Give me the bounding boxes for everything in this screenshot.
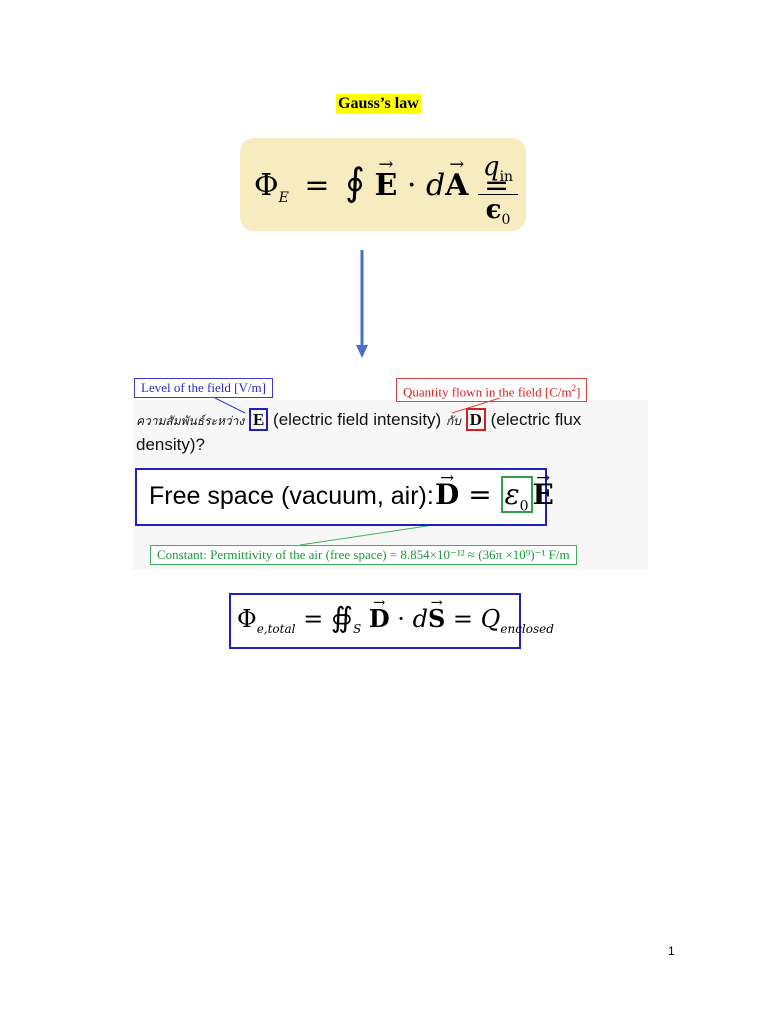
flux-symbol: Φ (254, 168, 279, 203)
gauss-law-equation: ΦE = ∮ →E · d→A = (254, 154, 510, 206)
epsilon-subscript: 0 (501, 212, 511, 229)
equals-sign: = (303, 605, 324, 633)
gauss-law-equation-box: ΦE = ∮ →E · d→A = qin ϵ0 (240, 138, 526, 231)
flux-density-d: D (435, 478, 460, 511)
charge-q: q (482, 152, 500, 182)
callout-field-level: Level of the field [V/m] (134, 378, 273, 398)
charge-subscript: enclosed (500, 621, 554, 636)
charge-subscript: in (499, 169, 514, 186)
relationship-question: ความสัมพันธ์ระหว่าง E (electric field in… (136, 408, 636, 457)
fraction: qin ϵ0 (478, 152, 518, 235)
field-vector-e: E (532, 478, 554, 511)
dot-operator: · (406, 168, 417, 203)
thai-prefix: ความสัมพันธ์ระหว่าง (136, 414, 245, 428)
differential-d: d (425, 168, 446, 203)
boxed-d-vector: D (465, 408, 486, 431)
epsilon-symbol: ε (504, 478, 520, 511)
area-vector-a: A (445, 168, 469, 203)
boxed-epsilon-zero: ε0 (500, 476, 533, 515)
down-arrow-icon (356, 250, 368, 358)
charge-q: Q (480, 605, 501, 633)
callout-quantity-text: Quantity flown in the field [C/m (403, 384, 572, 400)
closed-integral-symbol: ∮ (345, 160, 365, 204)
thai-conjunction: กับ (445, 414, 461, 428)
page-number: 1 (668, 944, 675, 958)
free-space-equation-box: Free space (vacuum, air): →D = ε0→E (135, 468, 554, 526)
free-space-equation: →D = ε0→E (435, 466, 554, 515)
flux-symbol: Φ (237, 605, 257, 633)
callout-quantity-exponent: 2 (571, 383, 577, 393)
equals-sign: = (468, 478, 492, 511)
free-space-label: Free space (vacuum, air): (149, 482, 434, 510)
field-vector-e: E (374, 168, 398, 203)
total-flux-equation: Φe,total = ∯S →D · d→S = Qenclosed (237, 595, 554, 636)
callout-quantity-close: ] (576, 384, 581, 400)
surface-vector-s: S (427, 604, 446, 633)
equals-sign: = (452, 605, 474, 633)
differential-d: d (412, 605, 428, 633)
d-description: (electric flux density)? (136, 410, 582, 454)
dot-operator: · (397, 605, 405, 633)
epsilon-subscript: 0 (519, 498, 529, 515)
flux-subscript: e,total (256, 621, 296, 636)
callout-field-quantity: Quantity flown in the field [C/m2] (396, 378, 588, 403)
total-flux-equation-box: Φe,total = ∯S →D · d→S = Qenclosed (229, 593, 554, 649)
callout-permittivity-constant: Constant: Permittivity of the air (free … (150, 545, 577, 565)
page-title: Gauss’s law (336, 94, 421, 114)
integral-subscript: S (352, 621, 362, 636)
flux-density-d: D (368, 604, 390, 633)
boxed-e-vector: E (248, 408, 269, 431)
flux-subscript: E (278, 190, 289, 206)
e-description: (electric field intensity) (273, 410, 442, 429)
epsilon-symbol: ϵ (485, 195, 502, 226)
surface-integral-symbol: ∯ (330, 601, 353, 634)
